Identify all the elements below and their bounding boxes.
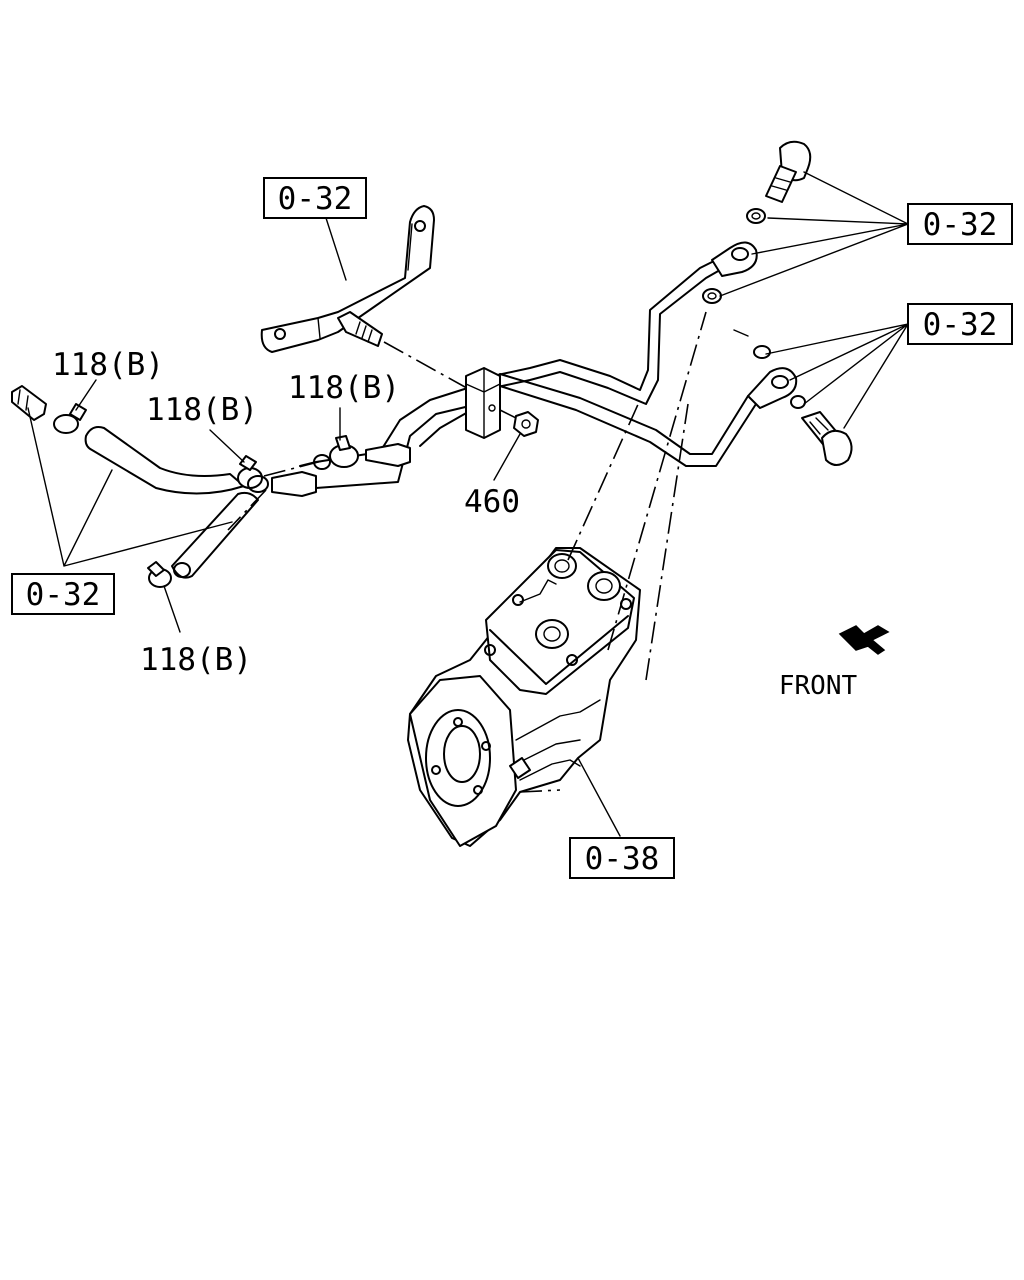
hose-lower xyxy=(171,491,259,579)
part-label-clamp-c[interactable]: 118(B) xyxy=(288,370,400,406)
assembly-line xyxy=(645,403,689,681)
assembly-line xyxy=(227,489,267,531)
front-arrow-icon xyxy=(838,625,890,655)
ref-box-banjo-upper[interactable]: 0-32 xyxy=(907,203,1013,245)
ref-label-left: 0-32 xyxy=(26,577,101,613)
ref-label-banjo-upper: 0-32 xyxy=(923,207,998,243)
ref-label-banjo-lower: 0-32 xyxy=(923,307,998,343)
ref-label-compressor: 0-38 xyxy=(585,841,660,877)
hose-connector xyxy=(11,385,47,421)
ref-box-left[interactable]: 0-32 xyxy=(11,573,115,615)
ref-box-compressor[interactable]: 0-38 xyxy=(569,837,675,879)
leader-lines xyxy=(27,171,909,837)
banjo-fitting-upper xyxy=(702,140,812,304)
nut xyxy=(513,411,539,437)
hose-clamp xyxy=(237,455,269,493)
part-label-clamp-d[interactable]: 118(B) xyxy=(140,642,252,678)
ref-box-banjo-lower[interactable]: 0-32 xyxy=(907,303,1013,345)
part-label-clamp-b[interactable]: 118(B) xyxy=(146,392,258,428)
hose-clamp xyxy=(53,403,87,434)
air-compressor xyxy=(407,547,641,847)
part-label-clamp-a[interactable]: 118(B) xyxy=(52,347,164,383)
assembly-line xyxy=(607,311,707,651)
hose-upper xyxy=(84,426,245,495)
assembly-line xyxy=(263,459,327,477)
front-indicator: FRONT xyxy=(779,625,890,701)
ref-label-bracket: 0-32 xyxy=(278,181,353,217)
pipe-end-fitting xyxy=(271,443,411,497)
ref-box-bracket[interactable]: 0-32 xyxy=(263,177,367,219)
banjo-fitting-lower xyxy=(747,345,853,466)
hose-clamp xyxy=(313,435,359,470)
hose-clamp xyxy=(147,561,172,588)
front-label: FRONT xyxy=(779,671,858,701)
part-label-nut[interactable]: 460 xyxy=(464,484,520,520)
assembly-line xyxy=(567,399,641,561)
bracket-bolt xyxy=(337,311,475,393)
